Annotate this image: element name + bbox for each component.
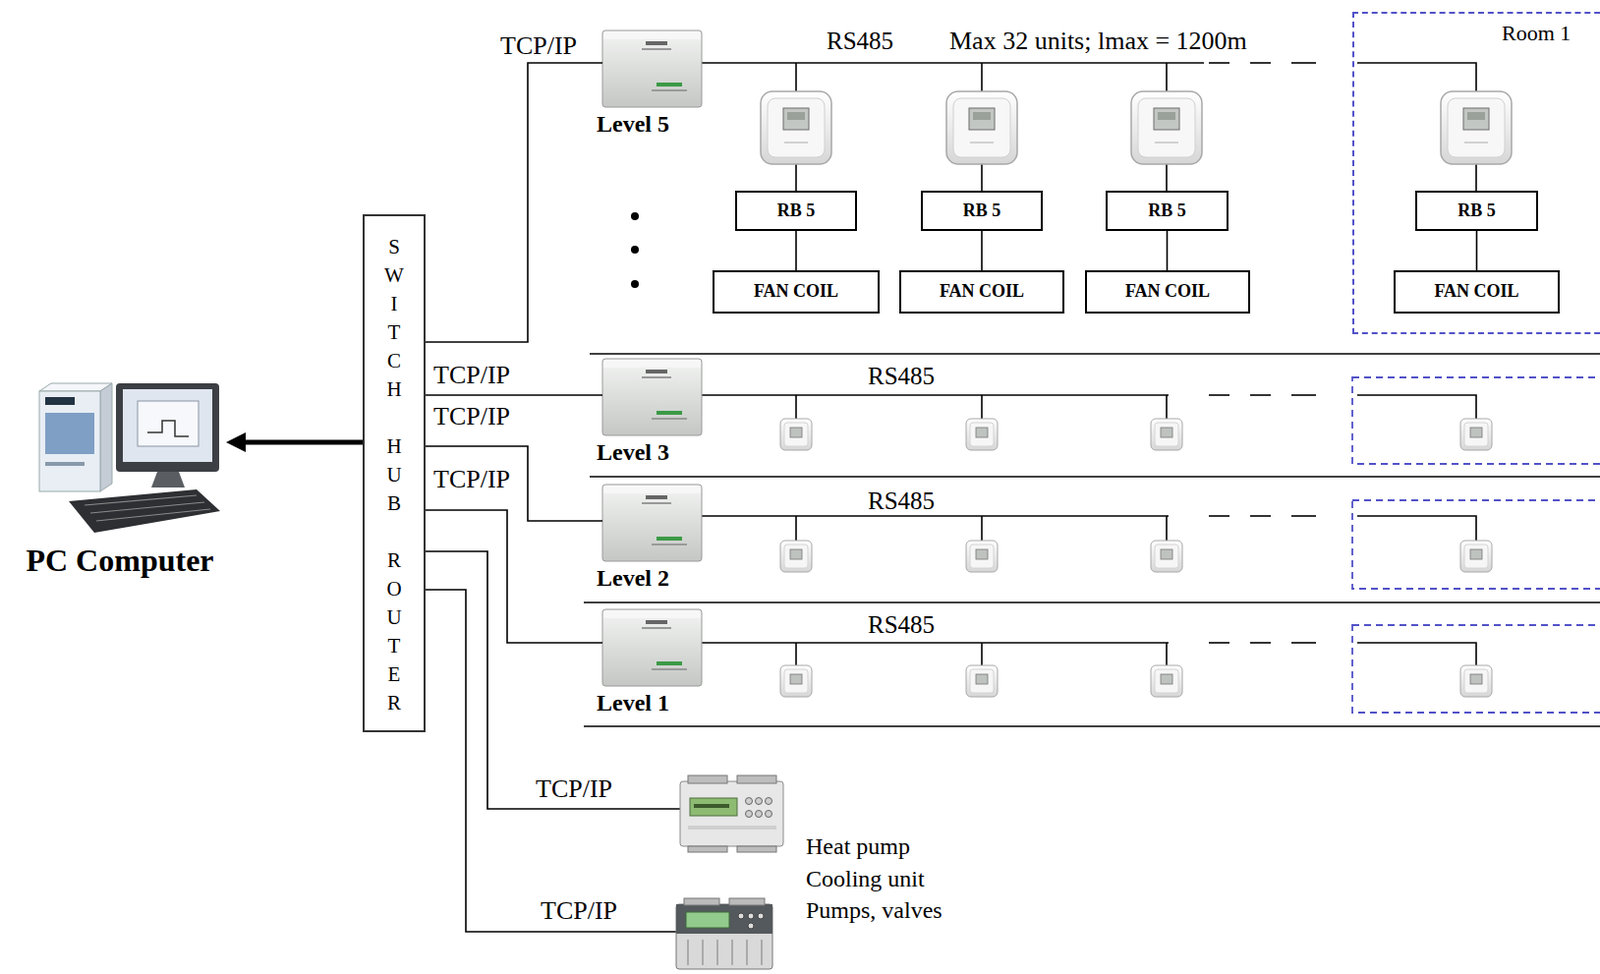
- level-label: Level 1: [596, 689, 670, 716]
- room-region: Room 1 RB 5 FAN COIL: [1352, 11, 1600, 335]
- letter: H: [364, 375, 424, 404]
- rb-box: RB 5: [1415, 190, 1539, 231]
- node-label: RB 5: [1147, 201, 1187, 222]
- bus-note: Max 32 units; lmax = 1200m: [949, 26, 1248, 56]
- data-arrow: [239, 440, 363, 446]
- bus-label: RS485: [867, 611, 935, 638]
- bus-label: RS485: [826, 27, 894, 55]
- fan-coil-box: FAN COIL: [1393, 270, 1560, 314]
- letter: B: [364, 489, 424, 518]
- letter: U: [364, 460, 424, 490]
- level-controller: Level 3: [602, 358, 702, 465]
- text-holder: PC Computer: [13, 543, 227, 578]
- letter: I: [364, 289, 424, 319]
- equipment-label: Heat pump: [805, 833, 911, 859]
- letter: C: [364, 346, 424, 376]
- node-label: RB 5: [777, 201, 816, 222]
- link-label: TCP/IP: [500, 31, 577, 60]
- link-label: TCP/IP: [433, 464, 511, 494]
- fan-coil-box: FAN COIL: [712, 270, 880, 314]
- text-holder: RS485: [867, 487, 935, 515]
- letter: R: [364, 688, 424, 718]
- node-label: FAN COIL: [939, 282, 1025, 302]
- switch-hub-router: SWITCH HUB ROUTER: [362, 214, 426, 733]
- fan-coil-box: FAN COIL: [1085, 270, 1251, 314]
- text-holder: Level 2: [596, 565, 670, 591]
- text-holder: Room 1: [1501, 21, 1571, 46]
- level-controller: Level 5: [602, 30, 702, 137]
- rb-box: RB 5: [735, 190, 858, 231]
- text-holder: Level 5: [596, 111, 670, 137]
- link-label: TCP/IP: [535, 774, 613, 803]
- text-holder: TCP/IP: [433, 465, 511, 495]
- text-holder: Pumps, valves: [805, 897, 943, 923]
- text-holder: TCP/IP: [540, 897, 618, 926]
- letter: T: [364, 631, 424, 661]
- wire: [795, 230, 798, 271]
- text-holder: Cooling unit: [805, 865, 925, 892]
- letter: W: [364, 261, 424, 290]
- level-label: Level 2: [596, 565, 670, 591]
- tcp-ip-link: [425, 394, 603, 397]
- equipment-label: Cooling unit: [805, 865, 925, 892]
- rb-box: RB 5: [1105, 190, 1229, 231]
- tcp-ip-link: [425, 510, 603, 643]
- wire: [1476, 230, 1479, 271]
- node-label: RB 5: [1457, 201, 1496, 222]
- wire: [1166, 230, 1169, 271]
- link-label: TCP/IP: [433, 401, 511, 431]
- link-label: TCP/IP: [433, 360, 511, 390]
- wire: [980, 230, 983, 271]
- letter: [364, 403, 424, 433]
- text-holder: TCP/IP: [500, 32, 577, 61]
- rb-box: RB 5: [920, 190, 1043, 231]
- text-holder: RS485: [867, 362, 935, 391]
- text-holder: Max 32 units; lmax = 1200m: [949, 27, 1248, 57]
- text-holder: RS485: [867, 611, 935, 639]
- letter: S: [364, 232, 424, 262]
- text-holder: SWITCH HUB ROUTER: [364, 232, 424, 718]
- level-label: Level 5: [596, 111, 670, 137]
- text-holder: Level 1: [596, 689, 670, 716]
- text-holder: RS485: [826, 27, 894, 56]
- node-label: RB 5: [963, 201, 1002, 222]
- fan-coil-box: FAN COIL: [899, 270, 1065, 314]
- level-controller: Level 1: [602, 609, 702, 716]
- link-label: TCP/IP: [540, 896, 618, 925]
- letter: R: [364, 546, 424, 575]
- vertical-label: SWITCH HUB ROUTER: [364, 232, 424, 718]
- letter: T: [364, 318, 424, 347]
- bus-label: RS485: [867, 487, 935, 515]
- room-label: Room 1: [1501, 20, 1571, 46]
- equipment-label: Pumps, valves: [805, 897, 943, 923]
- letter: H: [364, 432, 424, 461]
- letter: U: [364, 603, 424, 632]
- node-label: FAN COIL: [1125, 282, 1210, 302]
- level-controller: Level 2: [602, 484, 702, 591]
- letter: E: [364, 660, 424, 689]
- text-holder: TCP/IP: [433, 402, 511, 432]
- letter: [364, 517, 424, 547]
- node-label: FAN COIL: [1433, 282, 1519, 302]
- computer-label: PC Computer: [25, 542, 214, 578]
- bus-label: RS485: [867, 362, 935, 390]
- text-holder: Heat pump: [805, 833, 911, 859]
- text-holder: TCP/IP: [535, 775, 613, 804]
- level-label: Level 3: [596, 439, 670, 465]
- text-holder: TCP/IP: [433, 361, 511, 391]
- pc-computer: PC Computer: [13, 382, 227, 581]
- text-holder: Level 3: [596, 439, 670, 465]
- tcp-ip-link: [425, 62, 603, 343]
- node-label: FAN COIL: [753, 282, 839, 302]
- letter: O: [364, 574, 424, 604]
